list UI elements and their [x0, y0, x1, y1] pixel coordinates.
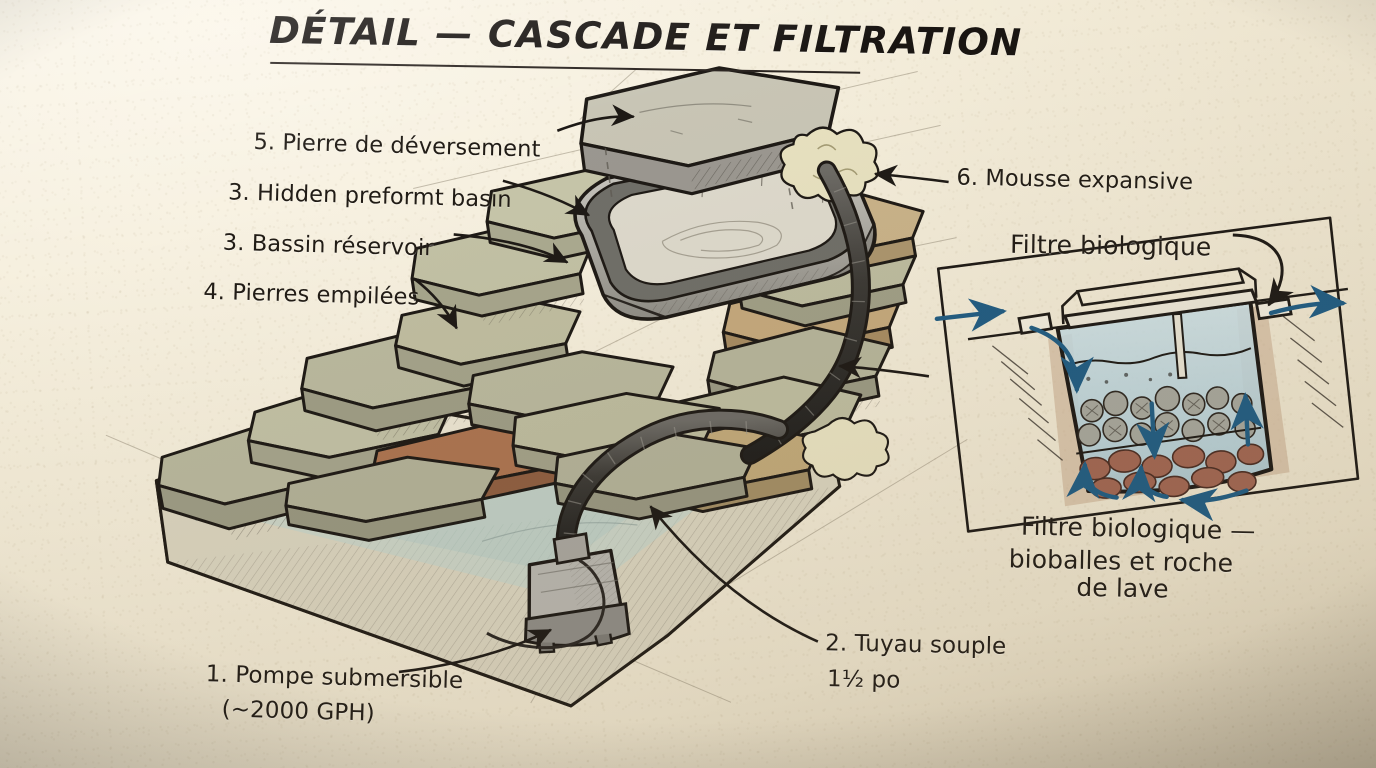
stacked-stones-centre [410, 167, 760, 521]
leader-spillway [556, 104, 635, 132]
leader-biofilter-heading [1232, 233, 1294, 307]
callout-leaders [398, 104, 949, 674]
leader-preform [502, 179, 591, 217]
leader-inset-to-main [837, 356, 930, 379]
leader-reservoir [453, 233, 569, 264]
flexible-hose [555, 160, 871, 566]
flow-arrows [934, 284, 1348, 522]
leader-pump [398, 628, 553, 674]
leader-stacked [413, 277, 458, 330]
biofilter-inset-panel [934, 216, 1360, 533]
expanding-foam-lower [801, 416, 890, 481]
leader-hose [649, 505, 819, 643]
stacked-stones-left [157, 292, 584, 542]
leader-foam [873, 164, 949, 187]
